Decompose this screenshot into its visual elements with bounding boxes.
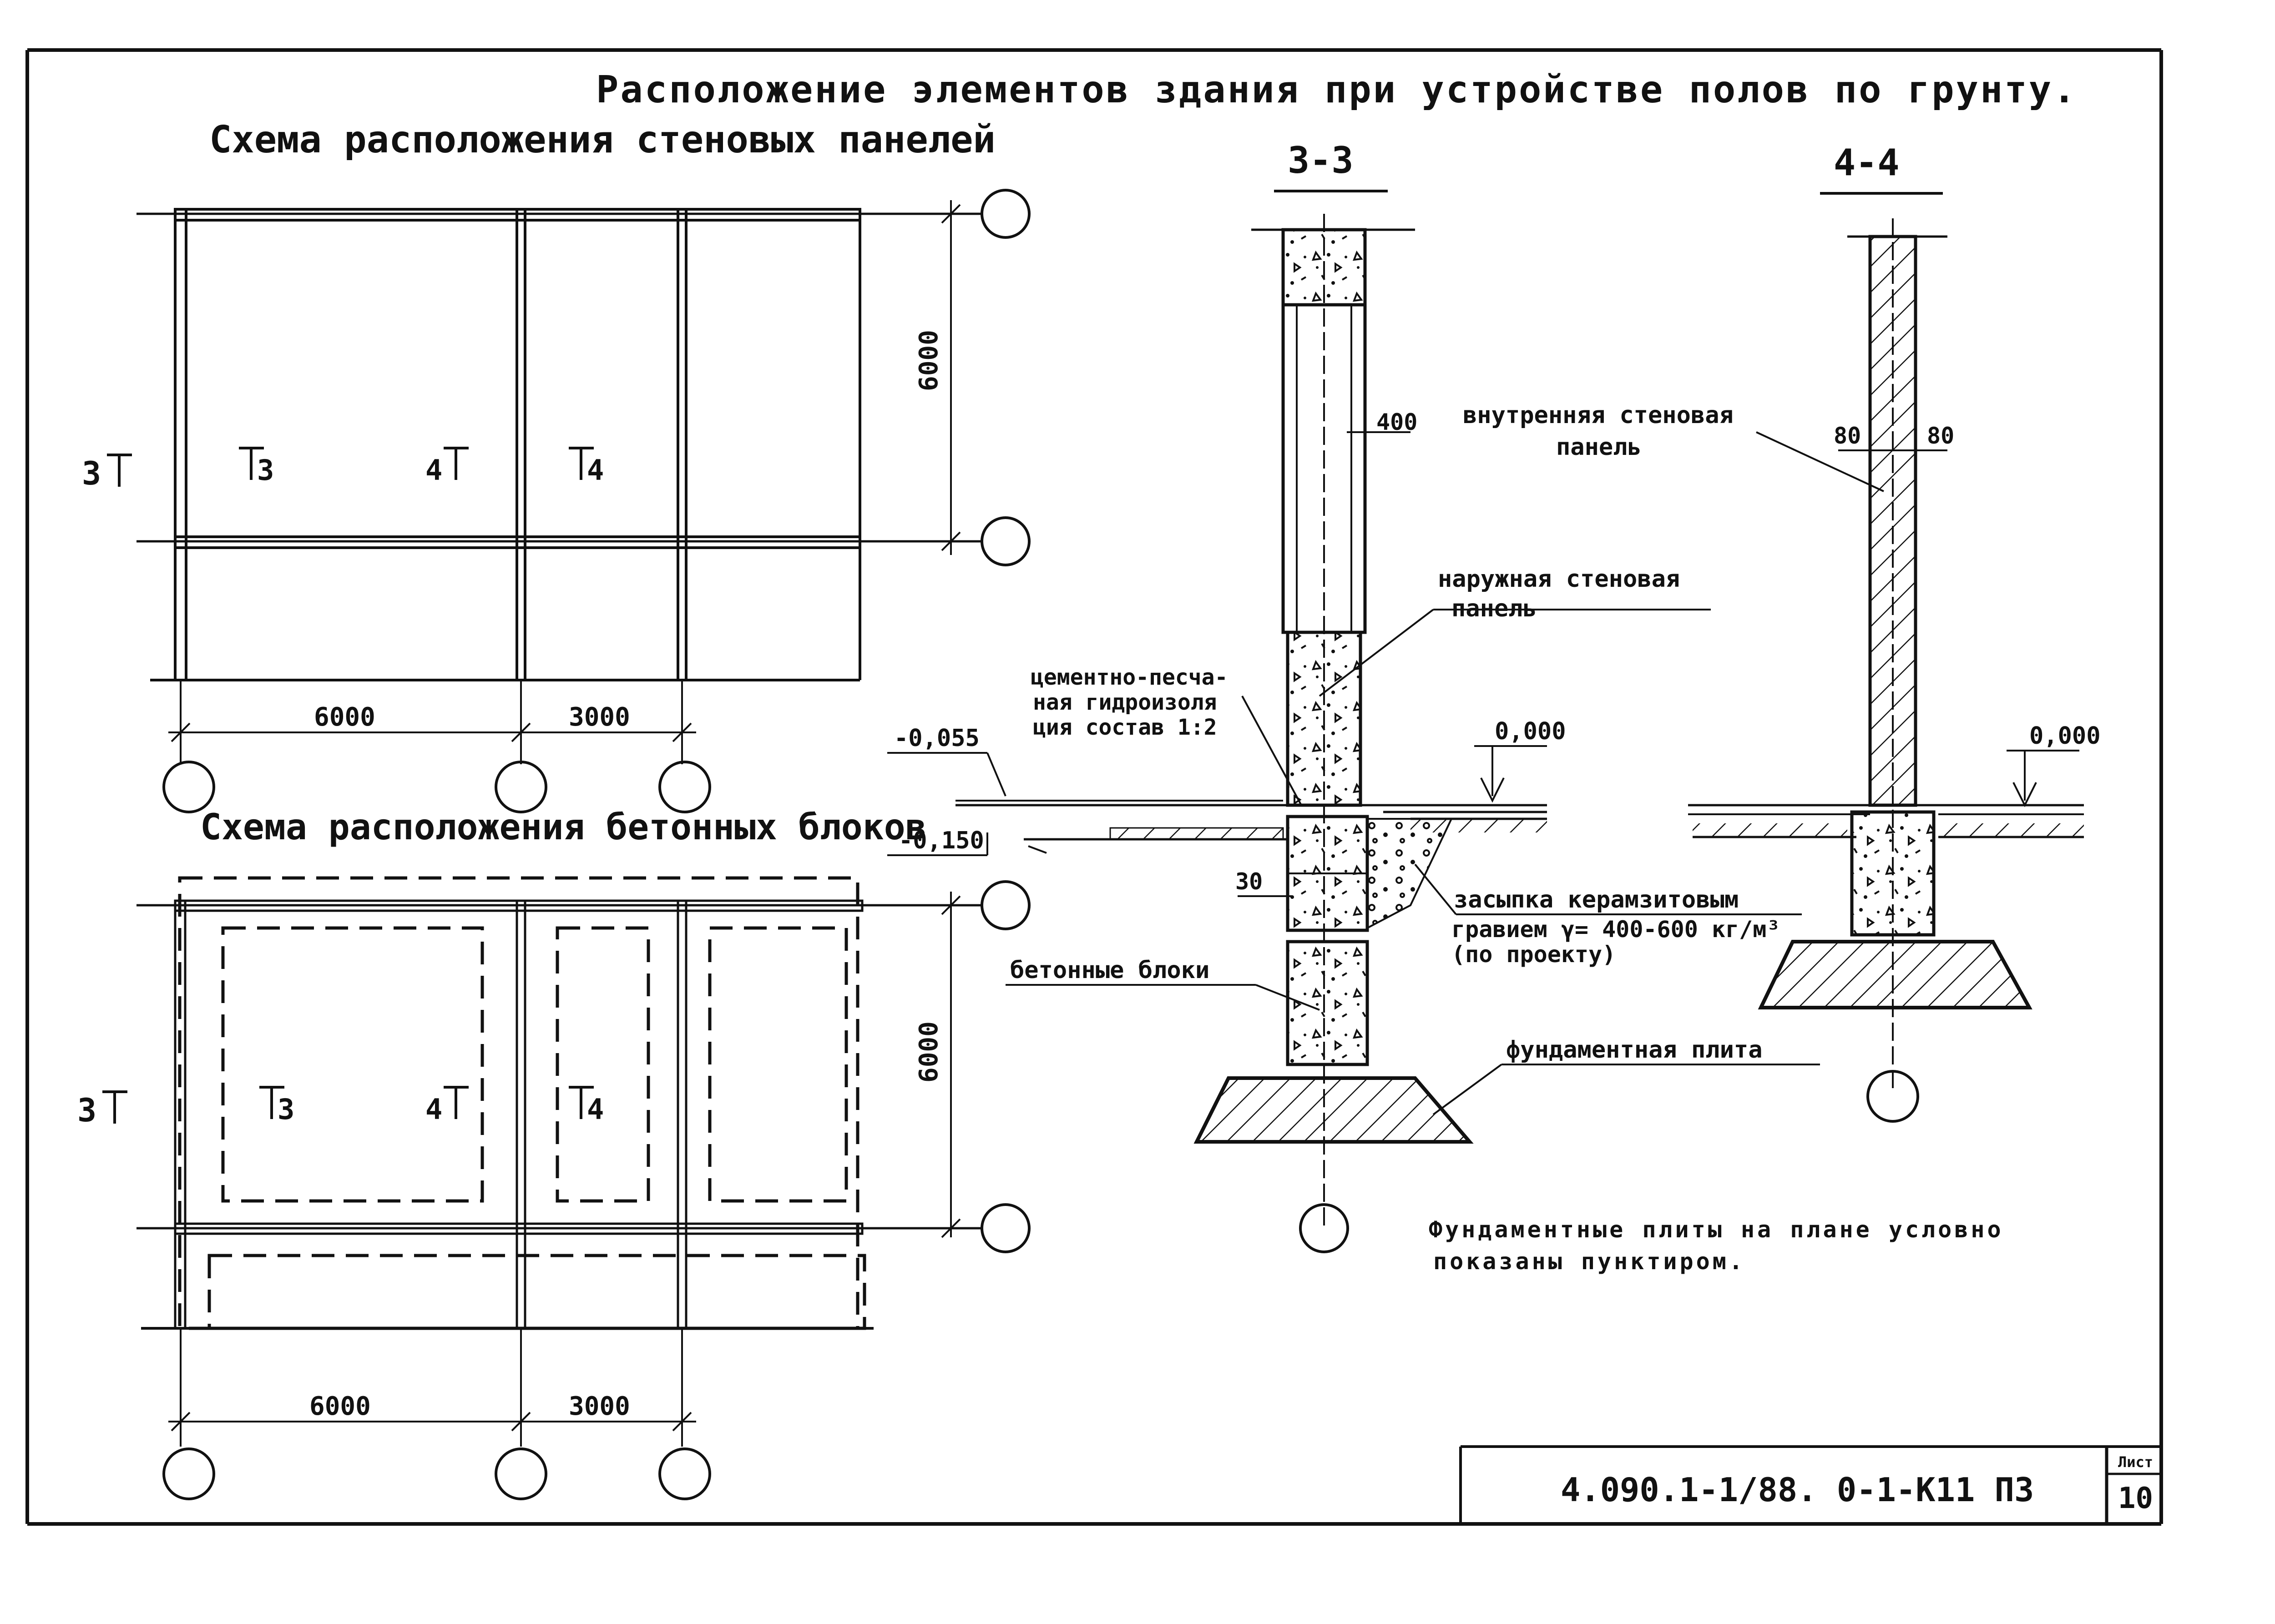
section-mark: 4 [569,1086,604,1126]
plan-wall-panels: Схема расположения стеновых панелей 6000… [82,118,1031,813]
svg-text:4: 4 [587,1093,604,1126]
axis-marker [495,761,547,813]
label-foundation-slab: фундаментная плита [1506,1036,1763,1064]
label-backfill-line2: гравием γ= 400-600 кг/м³ [1451,916,1780,943]
axis-marker [162,1447,215,1500]
svg-text:4: 4 [425,1093,442,1126]
section-4-4: 4-4 80 80 внутренняя стеновая панель 0,0… [1463,141,2101,1123]
svg-text:4: 4 [425,454,442,487]
axis-marker [1866,1070,1919,1123]
plan-bottom-dim-vertical: 6000 [914,1021,944,1083]
axis-marker [981,516,1031,566]
axis-marker [981,880,1031,930]
plan-top-dim-vertical: 6000 [914,330,944,391]
svg-text:3: 3 [82,455,101,492]
note-line1: Фундаментные плиты на плане условно [1429,1216,2004,1243]
section-mark: 3 [82,454,132,492]
label-waterproof-line2: ная гидроизоля [1033,690,1217,715]
section-33-level-m055: -0,055 [894,725,980,752]
note-line2: показаны пунктиром. [1433,1248,1745,1275]
plan-top-title: Схема расположения стеновых панелей [209,118,996,161]
plan-bottom-title: Схема расположения бетонных блоков [200,807,927,848]
plan-concrete-blocks: Схема расположения бетонных блоков 6000 … [77,807,1031,1500]
section-44-dim-right: 80 [1927,423,1954,449]
plan-bottom-dim-3000: 3000 [569,1392,630,1421]
plan-top-dim-3000: 3000 [569,702,630,732]
label-outer-panel-line2: панель [1451,595,1537,622]
plan-top-dim-6000: 6000 [314,702,375,732]
label-backfill-line1: засыпка керамзитовым [1454,886,1739,913]
section-mark: 4 [569,447,604,487]
section-33-level-m150: -0,150 [899,827,984,854]
axis-marker [1299,1203,1349,1253]
section-3-3: 3-3 400 0,000 -0,055 -0,150 [887,139,1820,1253]
section-33-level-0: 0,000 [1495,718,1566,745]
label-backfill-line3: (по проекту) [1451,941,1616,968]
svg-text:4: 4 [587,454,604,487]
axis-marker [658,1447,711,1500]
axis-marker [981,1203,1031,1253]
axis-marker [495,1447,547,1500]
label-waterproof-line1: цементно-песча- [1031,665,1228,690]
sheet-number: 10 [2118,1482,2153,1515]
label-waterproof-line3: ция состав 1:2 [1033,715,1217,740]
plan-bottom-dim-6000: 6000 [309,1392,371,1421]
svg-text:3: 3 [257,454,274,487]
section-mark: 4 [425,1086,469,1126]
section-mark: 4 [425,447,469,487]
axis-marker [658,761,711,813]
label-inner-panel-line2: панель [1556,434,1642,461]
section-mark: 3 [77,1090,127,1129]
section-mark: 3 [239,447,274,487]
section-33-dim-400: 400 [1376,409,1417,435]
sheet-label: Лист [2118,1453,2153,1471]
section-33-dim-30: 30 [1235,868,1263,895]
label-inner-panel-line1: внутренняя стеновая [1463,402,1734,429]
sheet-frame [25,48,2163,1526]
title-block: 4.090.1-1/88. 0-1-К11 ПЗ Лист 10 [1459,1445,2161,1524]
axis-marker [981,189,1031,239]
section-mark: 3 [259,1086,294,1126]
document-code: 4.090.1-1/88. 0-1-К11 ПЗ [1561,1471,2034,1509]
svg-text:3: 3 [77,1092,96,1129]
axis-marker [162,761,215,813]
section-33-title: 3-3 [1288,139,1354,182]
svg-text:3: 3 [278,1093,294,1126]
sheet-title: Расположение элементов здания при устрой… [596,68,2077,111]
label-concrete-blocks: бетонные блоки [1010,957,1209,984]
label-outer-panel-line1: наружная стеновая [1438,565,1680,593]
section-44-title: 4-4 [1834,141,1900,184]
section-44-dim-left: 80 [1834,423,1861,449]
section-44-level-0: 0,000 [2029,722,2101,750]
